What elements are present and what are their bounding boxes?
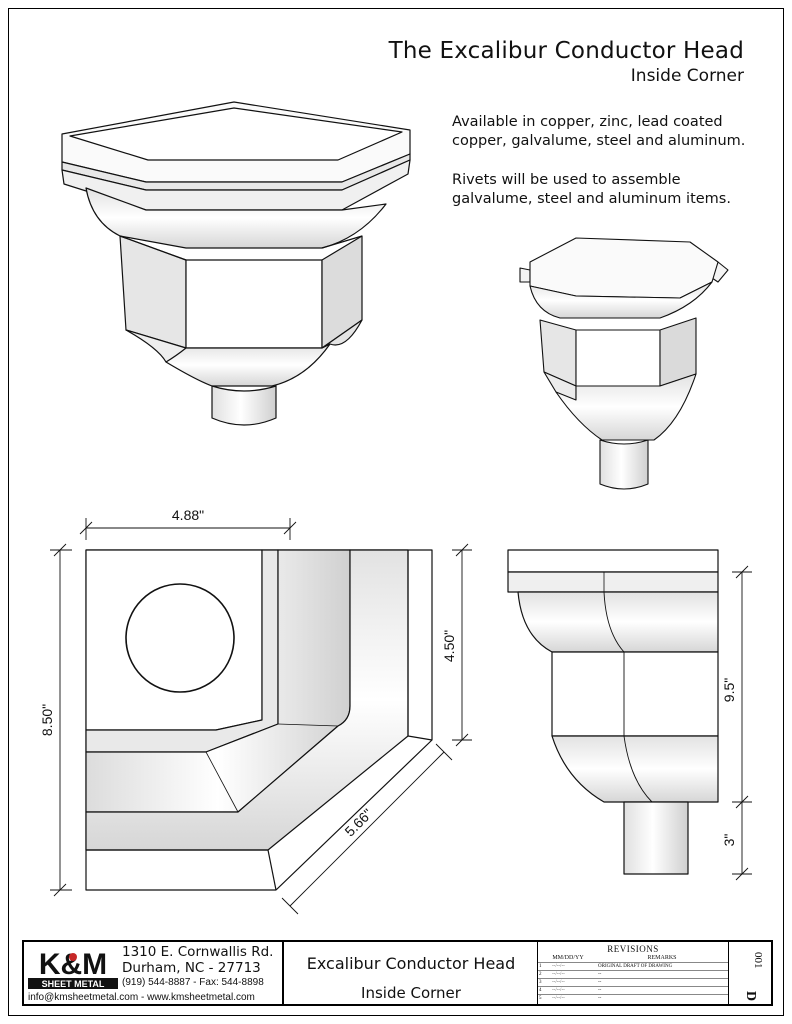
rivets-note-line2: galvalume, steel and aluminum items. — [452, 191, 731, 207]
materials-note-line2: copper, galvalume, steel and aluminum. — [452, 133, 746, 149]
drawing-frame — [8, 8, 784, 1016]
drawing-subtitle: Inside Corner — [361, 984, 461, 1002]
logo-mark: K&M — [39, 948, 107, 981]
iso-view-small — [519, 237, 729, 490]
page-title: The Excalibur Conductor Head — [388, 38, 744, 64]
revision-row: 4 --/--/-- -- — [538, 986, 728, 995]
km-sheet-metal-logo: K&M SHEET METAL — [26, 944, 120, 990]
revision-row: 5 --/--/-- -- — [538, 994, 728, 1003]
address-line1: 1310 E. Cornwallis Rd. — [122, 944, 274, 960]
revision-row: 2 --/--/-- -- — [538, 970, 728, 979]
revisions-title: REVISIONS — [607, 944, 659, 954]
revisions-col-remarks: REMARKS — [647, 955, 677, 961]
dim-right-height: 4.50" — [441, 630, 457, 662]
contact-phone: (919) 544-8887 - Fax: 544-8898 — [122, 977, 264, 988]
company-address: 1310 E. Cornwallis Rd. Durham, NC - 2771… — [122, 944, 273, 976]
revision-row: 1 --/--/-- ORIGINAL DRAFT OF DRAWING — [538, 962, 728, 971]
rivets-note-line1: Rivets will be used to assemble — [452, 172, 681, 188]
plan-view — [85, 549, 433, 891]
sheet-id: 001 D — [736, 952, 766, 1002]
dim-left-height: 8.50" — [39, 704, 55, 736]
title-block-divider — [537, 942, 538, 1004]
title-block: K&M SHEET METAL info@kmsheetmetal.com - … — [22, 940, 773, 1006]
dim-top-width: 4.88" — [172, 507, 204, 523]
logo-subtitle: SHEET METAL — [42, 979, 105, 989]
sheet-number: 001 — [752, 952, 764, 969]
side-elevation — [507, 549, 719, 875]
title-block-divider — [728, 942, 729, 1004]
materials-note: Available in copper, zinc, lead coated c… — [452, 113, 745, 151]
address-line2: Durham, NC - 27713 — [122, 960, 261, 976]
materials-note-line1: Available in copper, zinc, lead coated — [452, 114, 723, 130]
revisions-col-date: MM/DD/YY — [552, 955, 584, 961]
dim-side-height: 9.5" — [721, 678, 737, 702]
rivets-note: Rivets will be used to assemble galvalum… — [452, 171, 731, 209]
iso-view-large — [61, 101, 411, 426]
contact-email-web: info@kmsheetmetal.com - www.kmsheetmetal… — [28, 992, 255, 1003]
page-subtitle: Inside Corner — [630, 66, 744, 86]
revision-row: 3 --/--/-- -- — [538, 978, 728, 987]
sheet-letter: D — [743, 990, 759, 1002]
title-block-divider — [282, 942, 284, 1004]
side-dimensions — [732, 565, 752, 881]
plan-dimensions — [50, 518, 472, 915]
revisions-table: REVISIONS MM/DD/YY REMARKS 1 --/--/-- OR… — [538, 942, 728, 1004]
drawing-name: Excalibur Conductor Head — [306, 954, 516, 973]
dim-outlet-height: 3" — [721, 834, 737, 847]
